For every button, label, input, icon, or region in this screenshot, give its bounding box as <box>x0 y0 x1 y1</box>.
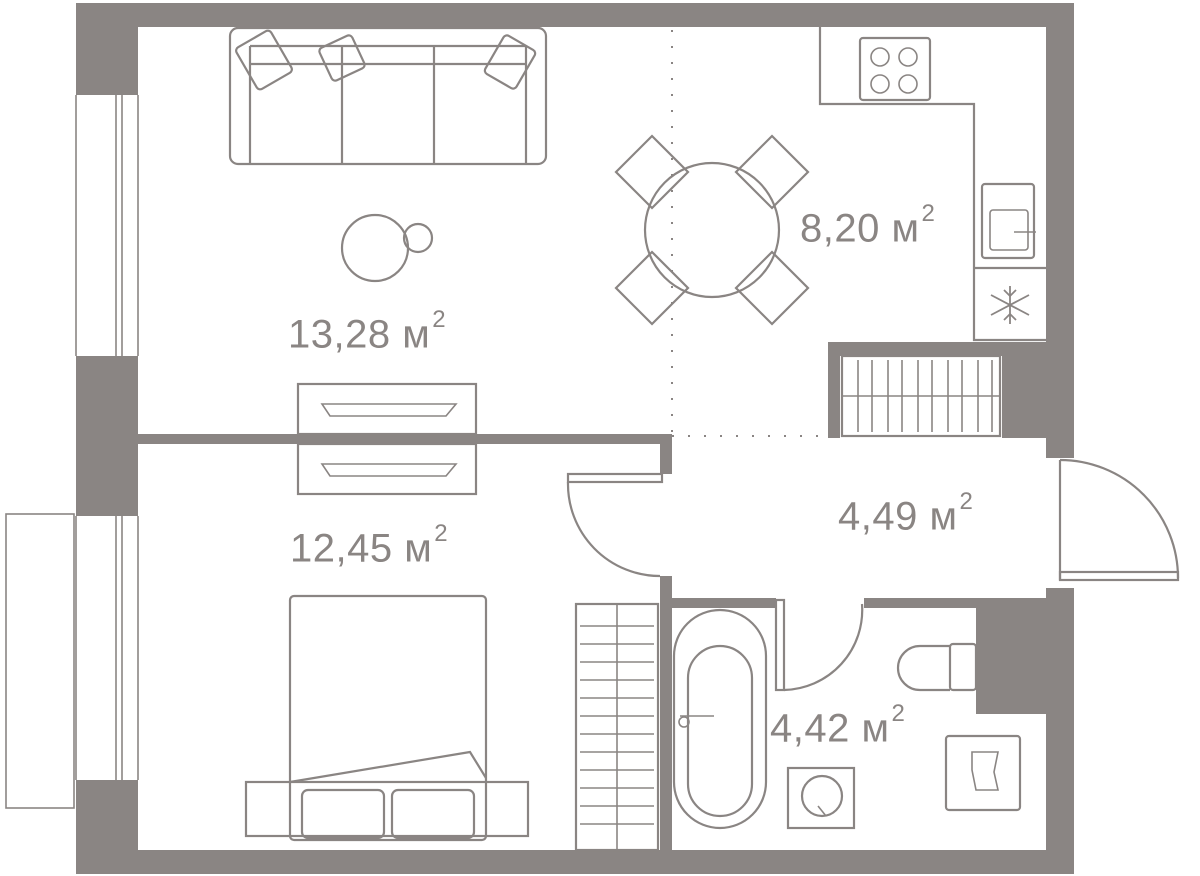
area-unit-power: 2 <box>434 520 449 547</box>
door-icon <box>1058 458 1180 582</box>
area-unit: м <box>402 312 431 357</box>
door-icon <box>774 598 864 692</box>
area-value: 13,28 <box>288 312 391 357</box>
area-value: 8,20 <box>800 206 880 251</box>
area-unit: м <box>861 706 890 751</box>
room-area-bedroom: 12,45 м2 <box>290 520 448 571</box>
sofa-icon <box>228 26 548 166</box>
area-unit-power: 2 <box>432 306 447 333</box>
bathtub-icon <box>672 608 768 830</box>
area-value: 12,45 <box>290 526 393 571</box>
balcony-icon <box>5 513 75 809</box>
round-table-icon <box>340 213 434 283</box>
kitchen-counter <box>818 27 1046 342</box>
room-area-hall: 4,49 м2 <box>838 488 973 539</box>
sink-icon <box>980 182 1036 260</box>
dining-table-icon <box>614 134 810 326</box>
area-value: 4,49 <box>838 494 918 539</box>
wardrobe-icon <box>574 602 660 852</box>
washing-machine-icon <box>944 734 1022 812</box>
washbasin-icon <box>786 766 856 830</box>
window-icon <box>75 95 139 780</box>
door-icon <box>566 472 664 578</box>
area-value: 4,42 <box>770 706 850 751</box>
area-unit-power: 2 <box>959 488 974 515</box>
stove-icon <box>858 36 932 102</box>
room-area-bathroom: 4,42 м2 <box>770 700 905 751</box>
area-unit-power: 2 <box>921 200 936 227</box>
area-unit-power: 2 <box>891 700 906 727</box>
room-area-living: 13,28 м2 <box>288 306 446 357</box>
area-unit: м <box>404 526 433 571</box>
toilet-icon <box>896 642 978 692</box>
wardrobe-icon <box>840 354 1002 438</box>
room-area-kitchen: 8,20 м2 <box>800 200 935 251</box>
bed-icon <box>244 594 530 842</box>
snowflake-icon <box>990 286 1030 324</box>
area-unit: м <box>929 494 958 539</box>
walls <box>76 3 1074 874</box>
dresser-icon <box>296 382 478 496</box>
area-unit: м <box>891 206 920 251</box>
chair-icon <box>614 134 810 326</box>
